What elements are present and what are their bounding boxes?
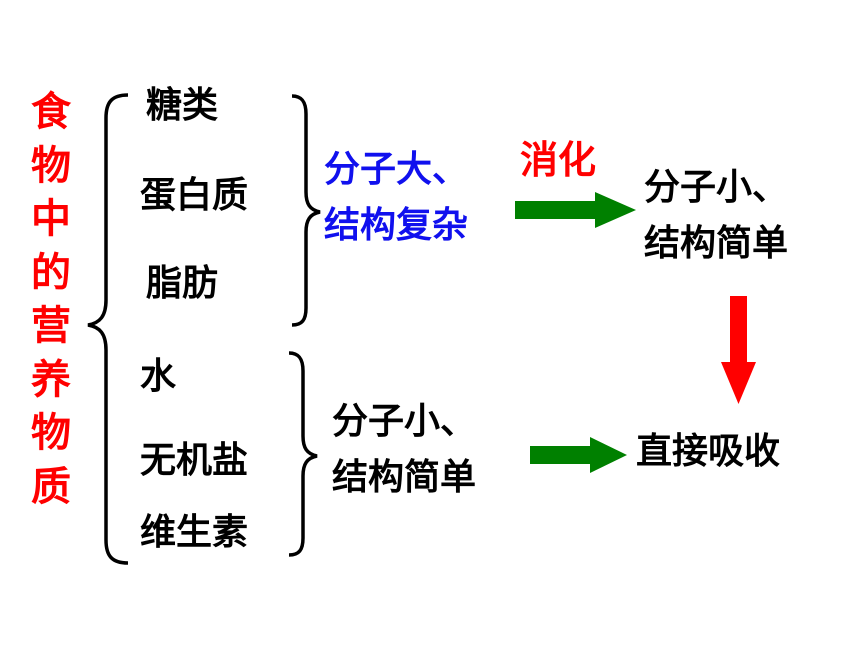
simple-description-line1: 分子小、 xyxy=(332,401,477,442)
green-arrow-lower xyxy=(530,437,627,473)
nutrient-item-protein: 蛋白质 xyxy=(140,175,249,216)
simple-description-line2: 结构简单 xyxy=(332,457,477,498)
red-arrow-down xyxy=(721,296,756,404)
complex-description-line1: 分子大、 xyxy=(324,149,469,190)
digested-result-line1: 分子小、 xyxy=(644,167,789,208)
green-arrow-upper xyxy=(515,192,636,228)
right-brace-upper xyxy=(291,94,321,327)
nutrient-item-minerals: 无机盐 xyxy=(140,440,249,481)
process-label-digestion: 消化 xyxy=(520,138,597,182)
left-brace-large xyxy=(87,93,129,565)
nutrient-item-fat: 脂肪 xyxy=(146,263,219,304)
right-brace-lower xyxy=(288,351,318,557)
final-result-absorption: 直接吸收 xyxy=(636,431,781,472)
complex-description-line2: 结构复杂 xyxy=(324,205,469,246)
nutrient-item-carbohydrate: 糖类 xyxy=(146,85,219,126)
nutrient-item-water: 水 xyxy=(140,356,177,397)
digested-result-line2: 结构简单 xyxy=(644,223,789,264)
side-label-vertical: 食物中的营养物质 xyxy=(31,89,71,510)
nutrient-item-vitamins: 维生素 xyxy=(140,512,249,553)
